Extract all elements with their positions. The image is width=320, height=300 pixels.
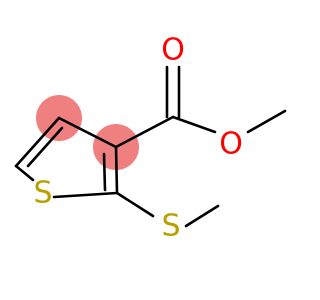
bond-c5-c4-double [26, 126, 64, 168]
bond-c3-c2 [114, 145, 119, 195]
structure-drawing: S S O O [14, 33, 287, 244]
molecule-diagram: S S O O [14, 33, 287, 244]
bond-o-ch3 [246, 109, 287, 134]
bond-c3-c2-double [102, 152, 107, 192]
ester-oxygen-label: O [219, 127, 243, 162]
bond-c4-c3 [57, 116, 118, 149]
thioether-sulfur-label: S [161, 209, 180, 244]
bond-c5-c4 [14, 116, 61, 168]
ring-sulfur-label: S [33, 176, 52, 211]
bond-s1-c5 [14, 164, 35, 182]
carbonyl-oxygen-label: O [161, 33, 185, 68]
bond-c2-s1 [52, 191, 119, 199]
bond-c3-carbonyl [114, 115, 175, 149]
bond-s-ch3 [184, 204, 220, 228]
bond-carbonyl-o-ester [171, 115, 217, 134]
bond-c2-s-methyl [115, 191, 155, 218]
